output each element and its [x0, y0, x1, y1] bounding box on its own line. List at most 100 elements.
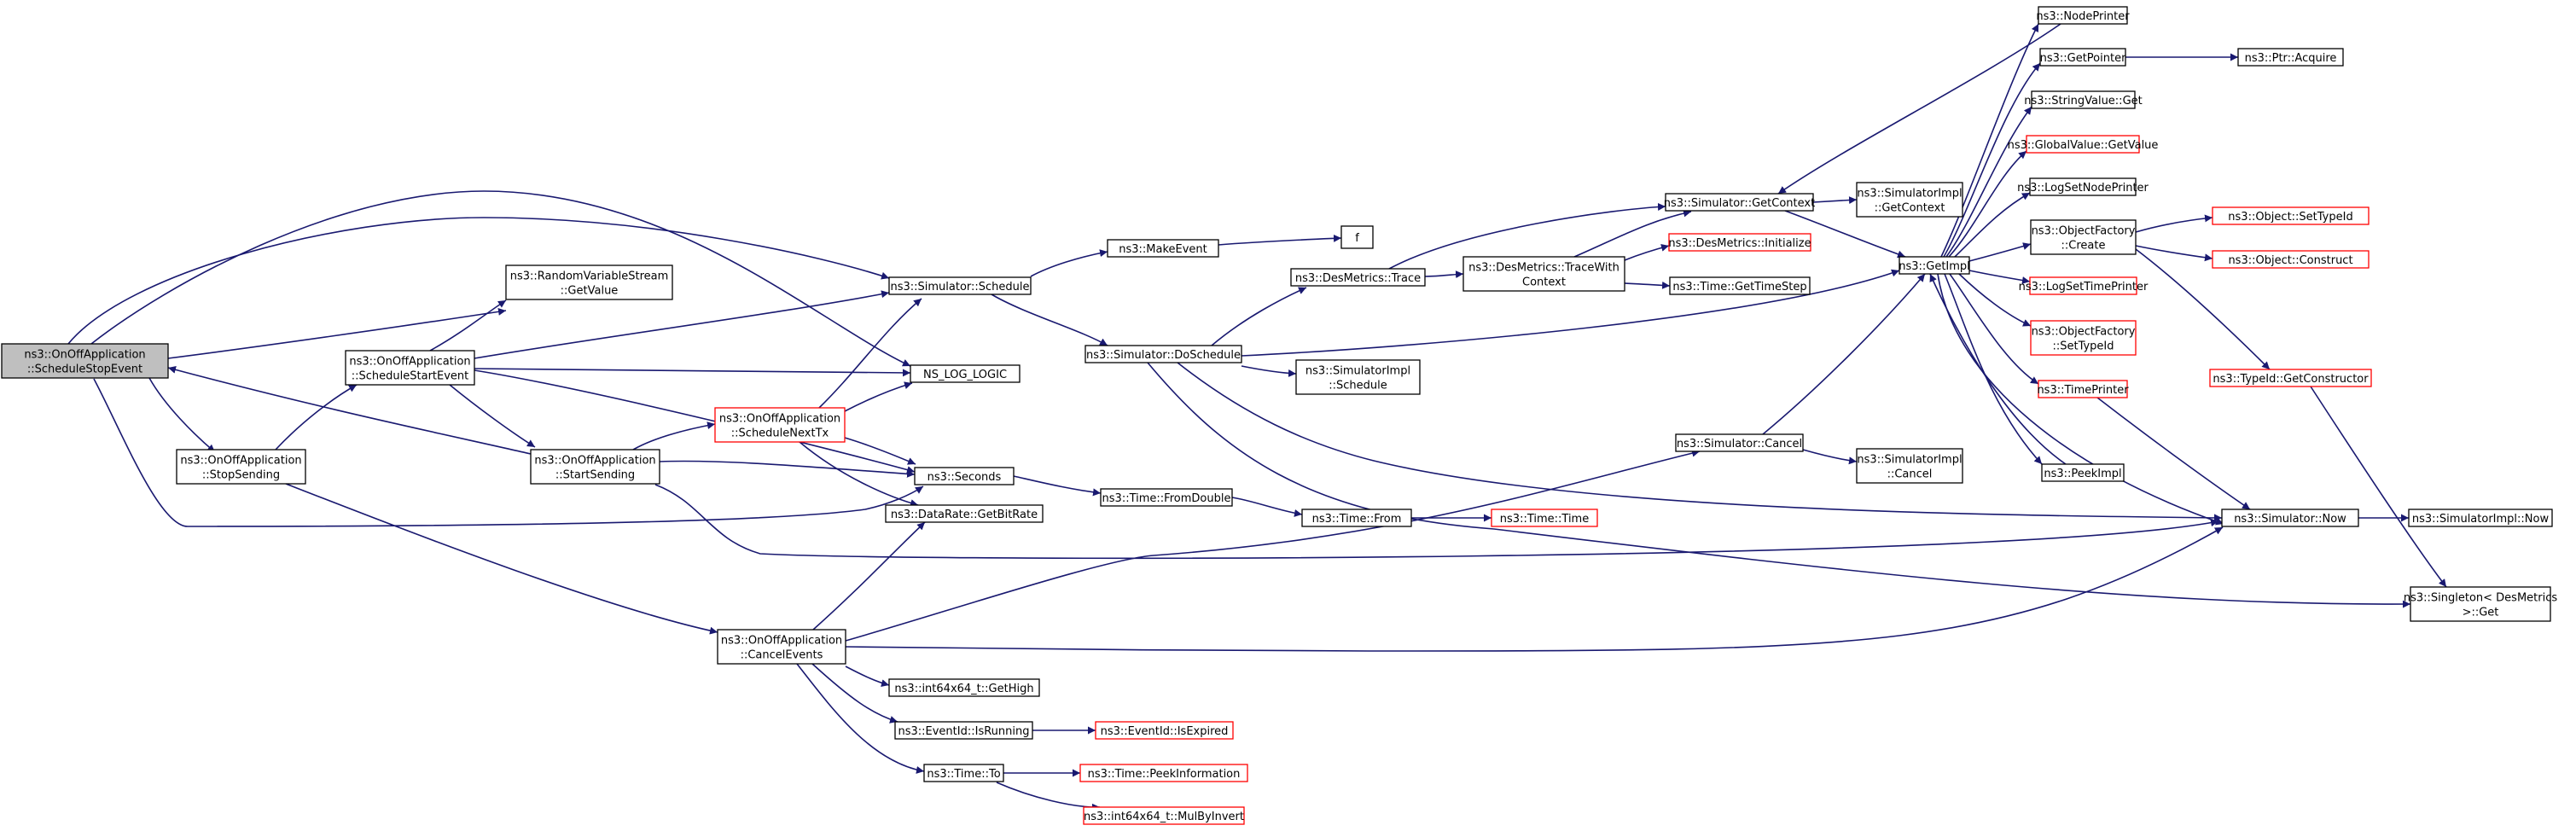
node-label: ::CancelEvents — [741, 649, 823, 662]
node-label: ns3::OnOffApplication — [534, 455, 655, 468]
edge-root-to-seconds — [93, 378, 924, 527]
node-timeto[interactable]: ns3::Time::To — [923, 764, 1004, 782]
node-globalvalue[interactable]: ns3::GlobalValue::GetValue — [2008, 135, 2159, 154]
node-box — [1340, 225, 1374, 249]
node-singletonget[interactable]: ns3::Singleton< DesMetrics >::Get — [2404, 586, 2558, 622]
node-box — [894, 721, 1033, 740]
node-implgetcontext[interactable]: ns3::SimulatorImpl::GetContext — [1856, 182, 1963, 218]
edge-schedstart-to-seconds — [474, 369, 916, 474]
edge-root-to-rvs — [167, 307, 507, 359]
node-box — [717, 629, 846, 665]
node-box — [1295, 359, 1421, 395]
node-objfactorysettypeid[interactable]: ns3::ObjectFactory::SetTypeId — [2030, 320, 2137, 356]
node-label: ns3::DesMetrics::Initialize — [1668, 237, 1811, 250]
edge-getimpl-to-objfactorysettypeid — [1958, 273, 2032, 327]
node-box — [2029, 276, 2137, 295]
edge-doschedule-to-simnow — [1177, 362, 2223, 522]
node-root[interactable]: ns3::OnOffApplication::ScheduleStopEvent — [1, 343, 169, 379]
node-schednexttx[interactable]: ns3::OnOffApplication::ScheduleNextTx — [714, 407, 846, 443]
node-box — [1100, 488, 1233, 507]
node-box — [1095, 721, 1234, 740]
node-box — [1675, 433, 1804, 452]
node-label: ns3::Time::To — [927, 768, 1000, 781]
node-nodeprinter[interactable]: ns3::NodePrinter — [2036, 6, 2130, 25]
node-box — [1899, 256, 1970, 275]
edge-startsending-to-simnow — [654, 484, 2219, 560]
edge-getimpl-to-getpointer — [1943, 62, 2041, 258]
node-f[interactable]: f — [1340, 225, 1374, 249]
node-label: ns3::GlobalValue::GetValue — [2008, 139, 2159, 152]
edge-stopsending-to-schedstart — [275, 384, 358, 450]
node-box — [2221, 509, 2359, 527]
node-logsettimeprinter[interactable]: ns3::LogSetTimePrinter — [2019, 276, 2149, 295]
node-label: ns3::RandomVariableStream — [510, 270, 669, 283]
node-label: ns3::Time::GetTimeStep — [1672, 281, 1806, 294]
node-simimplschedule[interactable]: ns3::SimulatorImpl::Schedule — [1295, 359, 1421, 395]
edge-schednexttx-to-simschedule — [818, 298, 922, 409]
node-getimpl[interactable]: ns3::GetImpl — [1899, 256, 1970, 275]
node-simcancel[interactable]: ns3::Simulator::Cancel — [1675, 433, 1804, 452]
node-ptracquire[interactable]: ns3::Ptr::Acquire — [2237, 48, 2344, 67]
node-timetime[interactable]: ns3::Time::Time — [1491, 509, 1598, 527]
node-gettimestep[interactable]: ns3::Time::GetTimeStep — [1669, 276, 1811, 295]
edge-startsending-to-seconds — [659, 460, 916, 478]
node-peekimpl[interactable]: ns3::PeekImpl — [2041, 463, 2125, 482]
node-timeprinter[interactable]: ns3::TimePrinter — [2037, 380, 2129, 398]
node-stringvalueget[interactable]: ns3::StringValue::Get — [2024, 90, 2143, 109]
node-label: ns3::Simulator::DoSchedule — [1086, 349, 1241, 362]
edge-fromdouble-to-timefrom — [1231, 497, 1303, 517]
node-fromdouble[interactable]: ns3::Time::FromDouble — [1100, 488, 1233, 507]
node-gethigh[interactable]: ns3::int64x64_t::GetHigh — [888, 678, 1040, 697]
node-simschedule[interactable]: ns3::Simulator::Schedule — [888, 276, 1032, 295]
node-mulbyinvert[interactable]: ns3::int64x64_t::MulByInvert — [1083, 806, 1245, 825]
node-label: ns3::Simulator::Schedule — [890, 281, 1029, 294]
node-objsettypeid[interactable]: ns3::Object::SetTypeId — [2212, 206, 2370, 225]
node-simnow[interactable]: ns3::Simulator::Now — [2221, 509, 2359, 527]
edge-desmtrace-to-tracewithcontext — [1424, 270, 1464, 279]
node-box — [2038, 380, 2128, 398]
node-implnow[interactable]: ns3::SimulatorImpl::Now — [2408, 509, 2553, 527]
node-peekinfo[interactable]: ns3::Time::PeekInformation — [1079, 764, 1248, 782]
node-objconstruct[interactable]: ns3::Object::Construct — [2212, 250, 2370, 269]
node-desmtrace[interactable]: ns3::DesMetrics::Trace — [1290, 268, 1426, 287]
node-getconstructor[interactable]: ns3::TypeId::GetConstructor — [2209, 369, 2372, 387]
edge-cancelevents-to-simcancel — [845, 449, 1701, 642]
node-label: ns3::ObjectFactory — [2032, 326, 2136, 339]
node-getbitrate[interactable]: ns3::DataRate::GetBitRate — [885, 504, 1044, 523]
node-box — [1084, 345, 1242, 363]
call-nodes: ns3::OnOffApplication::ScheduleStopEvent… — [1, 6, 2558, 825]
node-nslog[interactable]: NS_LOG_LOGIC — [910, 364, 1021, 383]
node-objfactorycreate[interactable]: ns3::ObjectFactory::Create — [2030, 219, 2137, 255]
node-doschedule[interactable]: ns3::Simulator::DoSchedule — [1084, 345, 1242, 363]
node-box — [1668, 233, 1811, 252]
node-implcancel[interactable]: ns3::SimulatorImpl::Cancel — [1856, 448, 1963, 484]
node-logsetnodeprinter[interactable]: ns3::LogSetNodePrinter — [2017, 177, 2149, 196]
node-stopsending[interactable]: ns3::OnOffApplication::StopSending — [176, 449, 306, 485]
node-timefrom[interactable]: ns3::Time::From — [1301, 509, 1412, 527]
node-box — [1856, 182, 1963, 218]
node-cancelevents[interactable]: ns3::OnOffApplication::CancelEvents — [717, 629, 846, 665]
node-label: ns3::EventId::IsRunning — [898, 725, 1029, 738]
node-makeevent[interactable]: ns3::MakeEvent — [1107, 239, 1219, 258]
node-label: ns3::MakeEvent — [1119, 243, 1207, 256]
call-edges — [67, 23, 2447, 811]
edge-startsending-to-root — [167, 365, 532, 455]
node-seconds[interactable]: ns3::Seconds — [914, 467, 1015, 485]
edge-startsending-to-schednexttx — [632, 421, 716, 450]
edge-tracewithcontext-to-gettimestep — [1624, 281, 1671, 289]
node-desminit[interactable]: ns3::DesMetrics::Initialize — [1668, 233, 1811, 252]
node-rvs[interactable]: ns3::RandomVariableStream::GetValue — [505, 264, 673, 300]
node-label: ns3::Time::PeekInformation — [1088, 768, 1241, 781]
node-isexpired[interactable]: ns3::EventId::IsExpired — [1095, 721, 1234, 740]
node-label: ns3::TypeId::GetConstructor — [2213, 373, 2369, 386]
edge-simcancel-to-implcancel — [1802, 449, 1858, 465]
node-getpointer[interactable]: ns3::GetPointer — [2039, 48, 2126, 67]
edge-schedstart-to-nslog — [474, 368, 911, 377]
edge-getimpl-to-nodeprinter — [1940, 23, 2039, 258]
node-getcontext[interactable]: ns3::Simulator::GetContext — [1664, 193, 1815, 212]
node-isrunning[interactable]: ns3::EventId::IsRunning — [894, 721, 1033, 740]
node-schedstart[interactable]: ns3::OnOffApplication::ScheduleStartEven… — [345, 350, 475, 386]
edge-stopsending-to-cancelevents — [285, 483, 718, 635]
node-startsending[interactable]: ns3::OnOffApplication::StartSending — [530, 449, 660, 485]
